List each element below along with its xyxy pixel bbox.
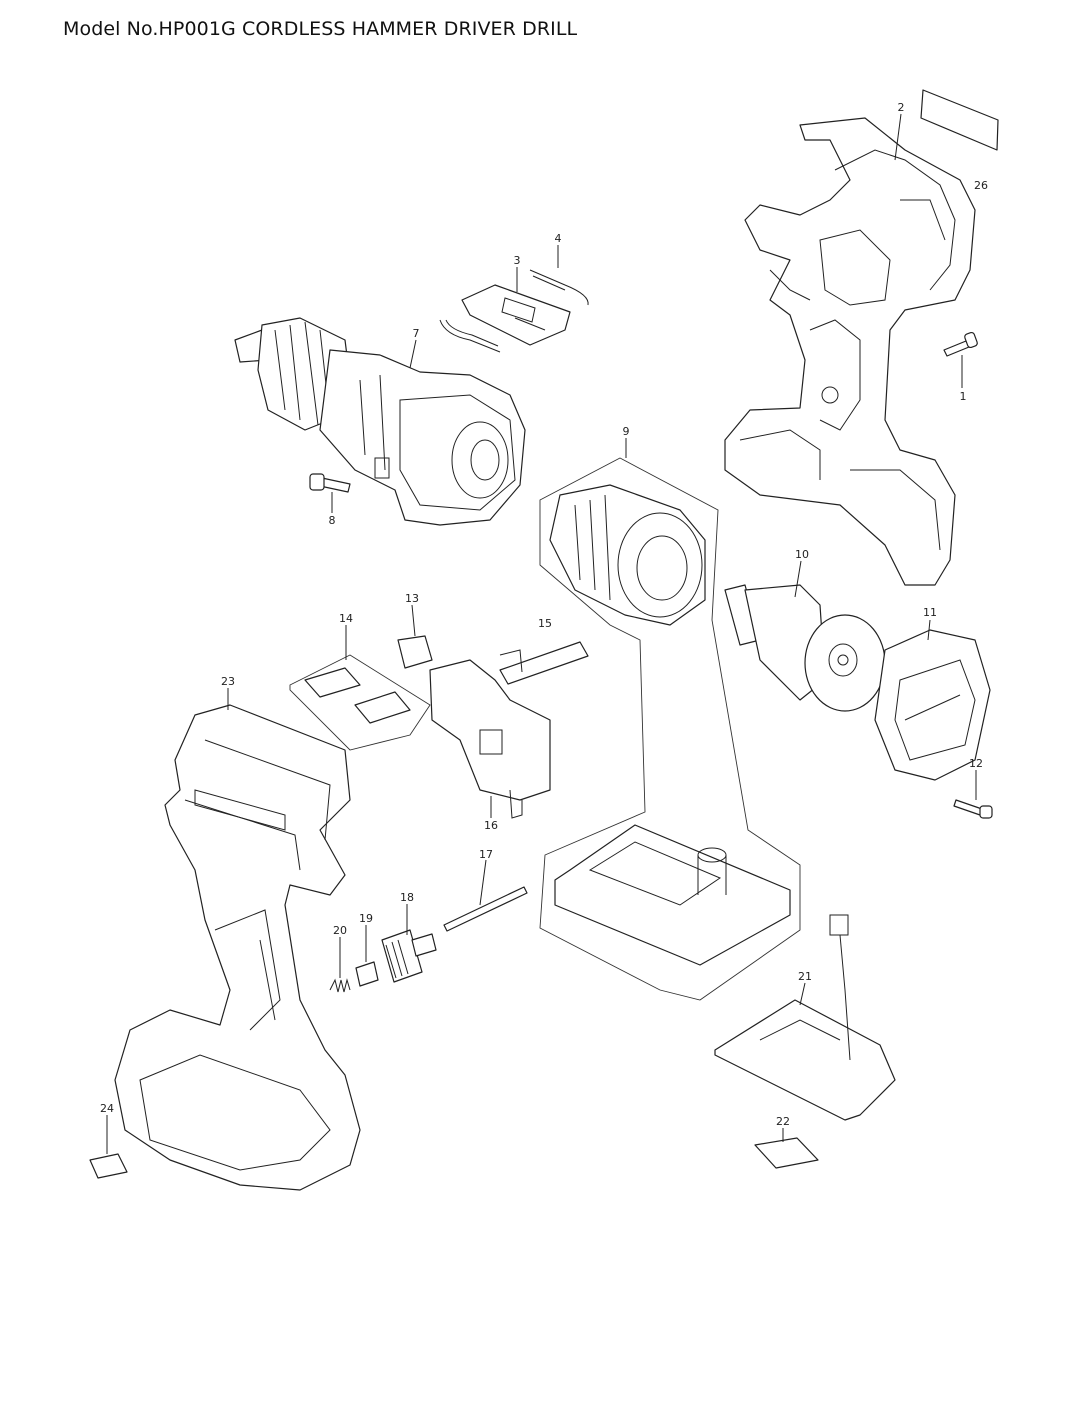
label-19: 19 bbox=[359, 912, 373, 925]
label-8: 8 bbox=[329, 514, 336, 527]
part-9-stator bbox=[549, 484, 706, 626]
label-11: 11 bbox=[923, 606, 937, 619]
label-12: 12 bbox=[969, 757, 983, 770]
part-19-sleeve bbox=[355, 961, 379, 987]
label-4: 4 bbox=[555, 232, 562, 245]
label-13: 13 bbox=[405, 592, 419, 605]
part-7-gear-assembly bbox=[234, 317, 526, 526]
part-17-shaft bbox=[443, 886, 528, 932]
part-13-sleeve bbox=[397, 635, 433, 669]
label-21: 21 bbox=[798, 970, 812, 983]
label-17: 17 bbox=[479, 848, 493, 861]
part-21-terminal bbox=[714, 914, 896, 1121]
label-22: 22 bbox=[776, 1115, 790, 1128]
part-10-rotor bbox=[724, 584, 886, 712]
label-7: 7 bbox=[413, 327, 420, 340]
label-23: 23 bbox=[221, 675, 235, 688]
part-2-housing-right bbox=[724, 117, 976, 586]
part-20-spring bbox=[329, 978, 351, 993]
label-14: 14 bbox=[339, 612, 353, 625]
label-9: 9 bbox=[623, 425, 630, 438]
part-8-screw bbox=[309, 473, 351, 493]
part-24-label bbox=[89, 1153, 128, 1179]
label-20: 20 bbox=[333, 924, 347, 937]
label-2: 2 bbox=[898, 101, 905, 114]
part-12-screw bbox=[953, 799, 993, 819]
part-1-screw bbox=[943, 331, 978, 357]
label-3: 3 bbox=[514, 254, 521, 267]
group-outline-9 bbox=[539, 457, 801, 1001]
part-16-switch bbox=[429, 659, 551, 819]
label-24: 24 bbox=[100, 1102, 114, 1115]
label-18: 18 bbox=[400, 891, 414, 904]
part-18-gear bbox=[381, 929, 437, 983]
part-14-pad-group bbox=[289, 654, 431, 751]
part-15-pin bbox=[499, 641, 589, 685]
controller-unit bbox=[554, 824, 791, 966]
label-1: 1 bbox=[960, 390, 967, 403]
label-26: 26 bbox=[974, 179, 988, 192]
part-3-switch-plate bbox=[461, 284, 571, 346]
part-22-label bbox=[754, 1137, 819, 1169]
label-10: 10 bbox=[795, 548, 809, 561]
part-23-housing-left bbox=[114, 704, 361, 1191]
leader-lines bbox=[106, 113, 977, 1154]
label-16: 16 bbox=[484, 819, 498, 832]
part-26-label-plate bbox=[920, 89, 999, 151]
part-labels: 2 26 1 4 3 7 8 9 10 11 12 13 14 15 23 16… bbox=[100, 101, 988, 1128]
diagram-title: Model No.HP001G CORDLESS HAMMER DRIVER D… bbox=[63, 18, 578, 40]
part-4-spring-strips bbox=[439, 269, 589, 353]
label-15: 15 bbox=[538, 617, 552, 630]
part-11-motor-cover bbox=[874, 629, 991, 781]
